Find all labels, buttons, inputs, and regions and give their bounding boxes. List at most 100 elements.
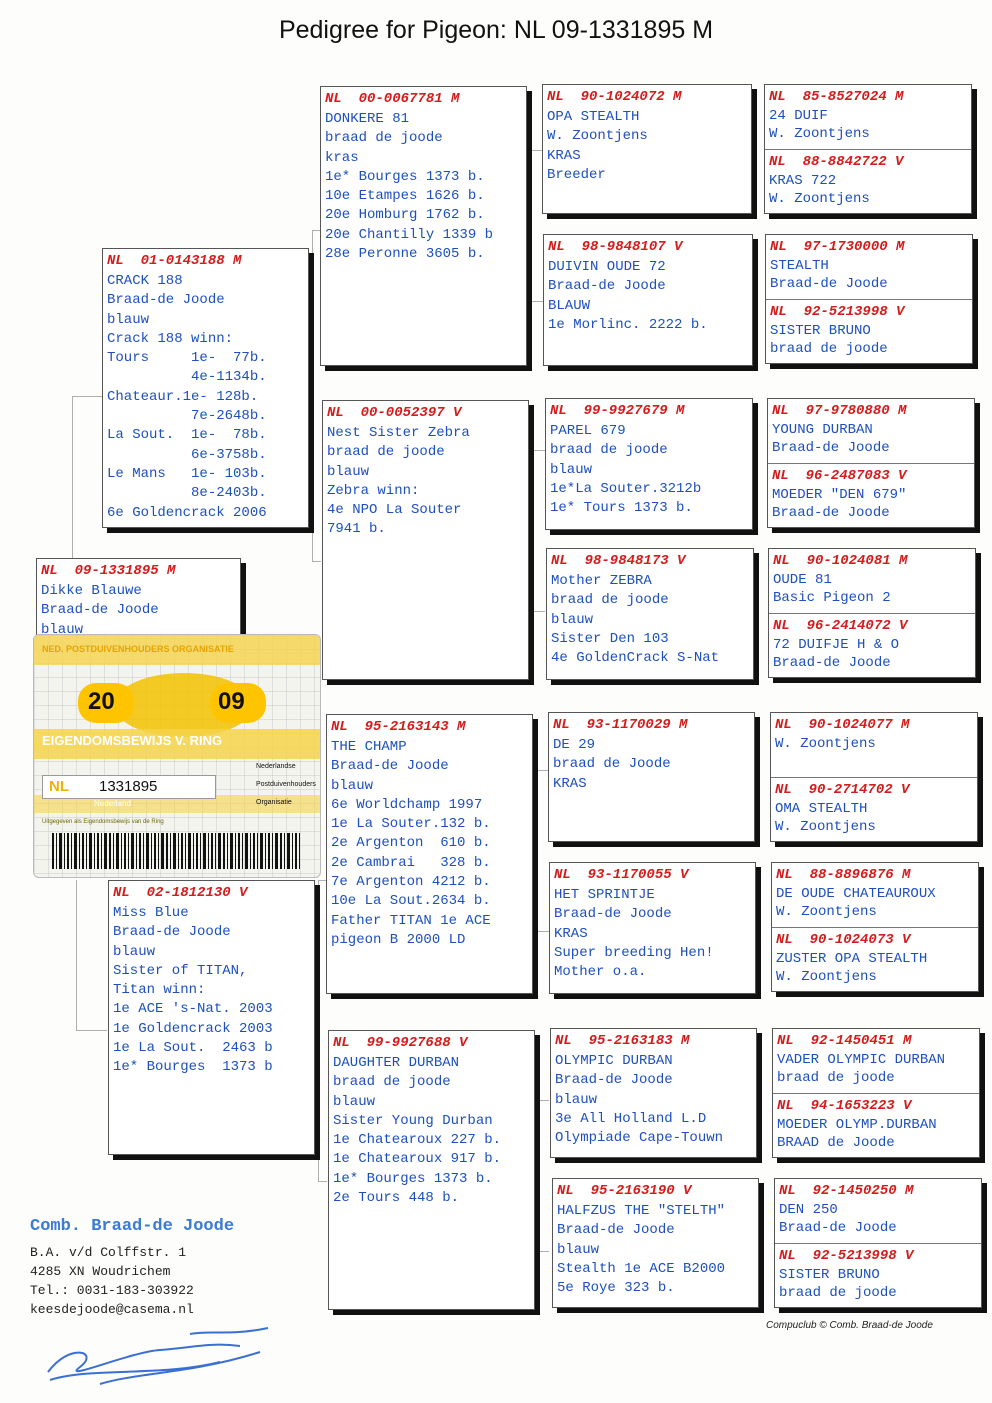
ring-number: NL 90-2714702 V — [775, 782, 910, 798]
card-country-name: Nederland — [94, 799, 131, 808]
pedigree-line: Sister Young Durban — [333, 1112, 493, 1129]
breeder-email: keesdejoode@casema.nl — [30, 1302, 194, 1317]
pedigree-line: 5e Roye 323 b. — [557, 1280, 675, 1297]
connector-line — [72, 396, 103, 562]
pedigree-line: Tours 1e- 77b. — [107, 350, 267, 367]
pedigree-line: Olympiade Cape-Touwn — [555, 1130, 724, 1147]
pair-divider — [766, 299, 972, 300]
connector-line — [530, 150, 543, 302]
pair-divider — [769, 613, 975, 614]
pair-divider — [771, 777, 977, 778]
ring-number: NL 97-1730000 M — [770, 239, 905, 255]
pedigree-line: Zebra winn: — [327, 482, 420, 499]
pedigree-line: blauw — [550, 461, 593, 478]
pedigree-line: W. Zoontjens — [776, 903, 877, 920]
pair-divider — [768, 463, 974, 464]
pedigree-line: KRAS — [553, 775, 587, 792]
pedigree-line: blauw — [41, 621, 84, 638]
pedigree-line: W. Zoontjens — [547, 128, 648, 145]
pedigree-line: 8e-2403b. — [107, 485, 267, 502]
pedigree-line: DEN 250 — [779, 1202, 838, 1218]
pedigree-line: 2e Tours 448 b. — [333, 1190, 460, 1207]
pedigree-line: blauw — [331, 777, 374, 794]
pedigree-line: blauw — [327, 463, 370, 480]
pedigree-line: MOEDER "DEN 679" — [772, 487, 907, 503]
pedigree-line: 4e GoldenCrack S-Nat — [551, 650, 720, 667]
pedigree-line: Braad-de Joode — [770, 275, 888, 292]
pedigree-line: W. Zoontjens — [769, 125, 870, 142]
pedigree-line: blauw — [113, 943, 156, 960]
ring-number: NL 09-1331895 M — [41, 563, 176, 579]
pedigree-line: Braad-de Joode — [779, 1219, 897, 1236]
pedigree-line: KRAS 722 — [769, 173, 837, 189]
pedigree-line: W. Zoontjens — [775, 736, 876, 752]
card-ring-number: 1331895 — [99, 778, 158, 795]
ring-number: NL 99-9927679 M — [550, 403, 685, 419]
pedigree-line: Braad-de Joode — [113, 924, 231, 941]
pedigree-line: Braad-de Joode — [41, 602, 159, 619]
pedigree-line: SISTER BRUNO — [770, 323, 871, 339]
card-fine-print: Uitgegeven als Eigendomsbewijs van de Ri… — [42, 819, 164, 825]
ring-number: NL 96-2487083 V — [772, 468, 907, 484]
pedigree-line: 24 DUIF — [769, 108, 828, 124]
pedigree-line: blauw — [333, 1093, 376, 1110]
pedigree-line: DONKERE 81 — [325, 111, 410, 127]
pedigree-line: W. Zoontjens — [776, 968, 877, 985]
pedigree-line: 1e Chatearoux 227 b. — [333, 1132, 502, 1149]
page-title: Pedigree for Pigeon: NL 09-1331895 M — [278, 16, 714, 44]
pedigree-line: 1e Morlinc. 2222 b. — [548, 316, 708, 333]
ring-number: NL 96-2414072 V — [773, 618, 908, 634]
pedigree-line: 7e Argenton 4212 b. — [331, 874, 491, 891]
pedigree-line: Father TITAN 1e ACE — [331, 912, 491, 929]
pedigree-line: 4e-1134b. — [107, 369, 267, 386]
pedigree-line: 1e* Bourges 1373 b — [113, 1059, 273, 1076]
card-title: EIGENDOMSBEWIJS V. RING — [42, 733, 223, 748]
ring-number: NL 95-2163183 M — [555, 1033, 690, 1049]
pedigree-line: braad de joode — [779, 1284, 897, 1301]
pedigree-line: 1e* Bourges 1373 b. — [333, 1170, 493, 1187]
pedigree-line: HET SPRINTJE — [554, 887, 655, 903]
connector-line — [536, 1100, 549, 1252]
connector-line — [312, 230, 321, 562]
footer-credit: Compuclub © Comb. Braad-de Joode — [766, 1320, 933, 1331]
breeder-phone: Tel.: 0031-183-303922 — [30, 1283, 194, 1298]
pedigree-line: W. Zoontjens — [769, 190, 870, 207]
ring-number: NL 90-1024073 V — [776, 932, 911, 948]
handwritten-signature — [47, 1327, 269, 1385]
pedigree-line: Breeder — [547, 166, 606, 183]
pedigree-line: 1e Goldencrack 2003 — [113, 1020, 273, 1037]
pedigree-line: braad de joode — [550, 442, 668, 459]
pedigree-line: Super breeding Hen! — [554, 944, 714, 961]
pedigree-line: Braad-de Joode — [331, 758, 449, 775]
pedigree-line: La Sout. 1e- 78b. — [107, 427, 267, 444]
pedigree-line: KRAS — [547, 147, 581, 164]
pedigree-line: 1e* Bourges 1373 b. — [325, 168, 485, 185]
connector-line — [532, 450, 545, 612]
pedigree-line: 1e*La Souter.3212b — [550, 480, 702, 497]
pair-divider — [772, 927, 978, 928]
pedigree-line: kras — [325, 149, 359, 166]
card-org-header: NED. POSTDUIVENHOUDERS ORGANISATIE — [42, 644, 234, 654]
ring-number: NL 02-1812130 V — [113, 885, 248, 901]
pedigree-line: DE OUDE CHATEAUROUX — [776, 886, 936, 902]
pedigree-line: OUDE 81 — [773, 572, 832, 588]
